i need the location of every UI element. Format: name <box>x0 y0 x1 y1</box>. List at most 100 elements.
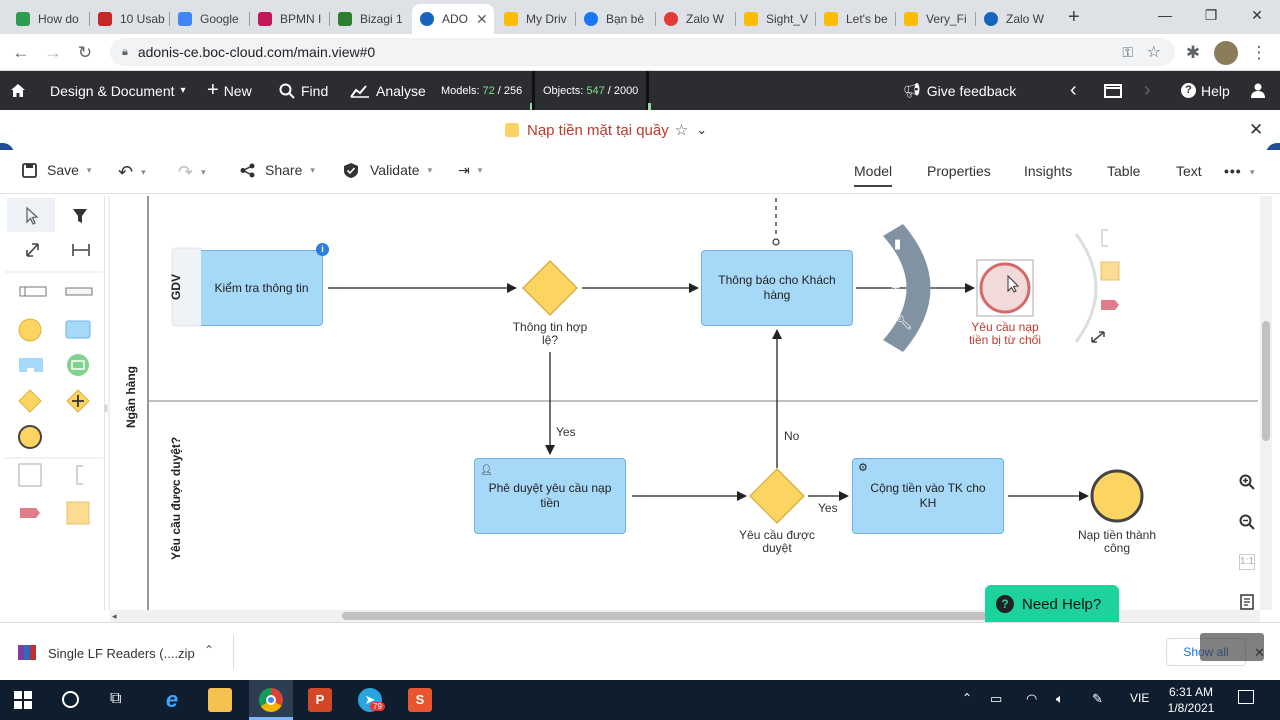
wrench-icon[interactable]: 🔧︎ <box>895 314 913 330</box>
resize-handle[interactable]: ‖ <box>104 404 109 415</box>
overlay-controls[interactable] <box>1200 633 1264 661</box>
fit-page-icon[interactable] <box>1236 594 1258 616</box>
tab-properties[interactable]: Properties <box>927 163 991 179</box>
browser-tab[interactable]: Google <box>170 4 250 34</box>
subprocess-shape-icon[interactable] <box>19 358 43 373</box>
search-icon[interactable] <box>62 691 79 708</box>
wifi-icon[interactable]: ◠ <box>1026 691 1038 706</box>
browser-tab[interactable]: Zalo W <box>656 4 736 34</box>
browser-tab[interactable]: Bạn bè <box>576 4 656 34</box>
browser-tab[interactable]: How do <box>8 4 90 34</box>
horizontal-scrollbar[interactable]: ◂ <box>110 610 1260 622</box>
new-tab-button[interactable]: + <box>1068 6 1080 28</box>
zoom-out-icon[interactable] <box>1236 514 1258 536</box>
new-button[interactable]: + New <box>207 79 252 101</box>
parallel-gateway-shape-icon[interactable] <box>66 389 90 413</box>
app-s-icon[interactable]: S <box>408 688 432 712</box>
browser-menu-icon[interactable]: ⋮ <box>1250 43 1268 62</box>
need-help-button[interactable]: ? Need Help? <box>985 585 1119 623</box>
browser-tab[interactable]: Very_Fi <box>896 4 976 34</box>
help-button[interactable]: ? Help <box>1181 71 1230 110</box>
download-filename[interactable]: Single LF Readers (....zip <box>48 646 195 661</box>
connector-tool-icon[interactable] <box>26 243 39 257</box>
zoom-in-icon[interactable] <box>1236 474 1258 496</box>
horizontal-scrollbar-thumb[interactable] <box>342 612 1110 620</box>
reload-icon[interactable]: ↻ <box>77 43 93 62</box>
favorite-star-icon[interactable]: ☆ <box>674 122 689 139</box>
gear-icon[interactable]: ⚙ <box>889 276 903 293</box>
task-shape-icon[interactable] <box>65 320 91 339</box>
tab-text[interactable]: Text <box>1176 163 1202 179</box>
key-icon[interactable]: ⚿ <box>1122 43 1133 60</box>
next-icon[interactable]: › <box>1144 79 1151 101</box>
browser-tab-active[interactable]: ADO ✕ <box>412 4 494 34</box>
distance-tool-icon[interactable] <box>72 244 90 256</box>
bookmark-star-icon[interactable]: ☆ <box>1146 44 1161 61</box>
pointer-tool-icon[interactable] <box>26 206 39 225</box>
note-shape-icon[interactable] <box>66 501 90 525</box>
browser-tab[interactable]: Sight_V <box>736 4 816 34</box>
browser-tab[interactable]: Bizagi 1 <box>330 4 410 34</box>
restore-icon[interactable]: ❐ <box>1204 7 1218 23</box>
task-view-icon[interactable]: ⧉ <box>110 690 122 707</box>
diagram-canvas[interactable]: ▮ ⚙ 🔧︎ Ngân hàng GDV Yêu cầu được duyệt?… <box>108 196 1260 610</box>
close-document-icon[interactable]: ✕ <box>1249 120 1264 139</box>
analyse-button[interactable]: Analyse <box>350 71 426 110</box>
address-bar[interactable]: 🔒︎ adonis-ce.boc-cloud.com/main.view#0 ⚿… <box>110 38 1175 66</box>
chevron-up-icon[interactable]: ⌃ <box>204 643 215 657</box>
redo-button[interactable]: ↷▾ <box>178 162 206 182</box>
close-tab-icon[interactable]: ✕ <box>476 10 488 27</box>
lane-shape-icon[interactable] <box>65 287 93 296</box>
vertical-scrollbar-thumb[interactable] <box>1262 321 1270 441</box>
notifications-icon[interactable] <box>1238 690 1254 704</box>
forward-icon[interactable]: → <box>44 43 62 62</box>
home-icon[interactable] <box>10 71 26 110</box>
share-button[interactable]: Share▾ <box>240 162 315 178</box>
task-check-info[interactable]: Kiểm tra thông tin <box>201 250 323 326</box>
edge-icon[interactable]: e <box>165 687 179 712</box>
speaker-icon[interactable]: 🔈︎ <box>1056 691 1064 706</box>
close-download-bar-icon[interactable]: ✕ <box>1254 645 1265 660</box>
clock[interactable]: 6:31 AM 1/8/2021 <box>1167 685 1215 715</box>
browser-tab[interactable]: BPMN I <box>250 4 330 34</box>
export-button[interactable]: ⇥▾ <box>458 162 483 178</box>
task-notify-customer[interactable]: Thông báo cho Khách hàng <box>701 250 853 326</box>
language-indicator[interactable]: VIE <box>1130 691 1150 705</box>
pen-icon[interactable]: ✎ <box>1092 691 1103 706</box>
exclusive-gateway-shape-icon[interactable] <box>18 389 42 413</box>
give-feedback-button[interactable]: 📢︎ Give feedback <box>903 82 1017 99</box>
scroll-left-icon[interactable]: ◂ <box>112 611 117 621</box>
extensions-icon[interactable]: ✱ <box>1185 43 1201 62</box>
minimize-icon[interactable]: — <box>1158 7 1172 23</box>
find-button[interactable]: Find <box>279 71 328 110</box>
prev-icon[interactable]: ‹ <box>1070 79 1077 101</box>
vertical-scrollbar[interactable] <box>1260 196 1272 610</box>
browser-tab[interactable]: My Driv <box>496 4 576 34</box>
filter-icon[interactable] <box>73 209 87 223</box>
task-credit-account[interactable]: ⚙ Cộng tiền vào TK cho KH <box>852 458 1004 534</box>
user-icon[interactable] <box>1251 71 1265 110</box>
chrome-taskbar-button[interactable] <box>249 680 293 720</box>
back-icon[interactable]: ← <box>12 43 30 62</box>
info-icon[interactable]: i <box>316 243 329 256</box>
undo-button[interactable]: ↶▾ <box>118 162 146 182</box>
task-approve-request[interactable]: 👤︎ Phê duyệt yêu cầu nạp tiền <box>474 458 626 534</box>
message-event-shape-icon[interactable] <box>67 354 89 376</box>
start-event-shape-icon[interactable] <box>18 318 42 342</box>
battery-icon[interactable]: ▭ <box>990 691 1003 706</box>
file-explorer-icon[interactable] <box>208 688 232 712</box>
tab-model[interactable]: Model <box>854 163 893 187</box>
group-shape-icon[interactable] <box>18 463 42 487</box>
powerpoint-icon[interactable]: P <box>308 688 332 712</box>
tab-insights[interactable]: Insights <box>1024 163 1073 179</box>
design-document-menu[interactable]: Design & Document ▾ <box>50 82 186 99</box>
book-icon[interactable]: ▮ <box>894 236 902 251</box>
window-icon[interactable] <box>1104 71 1122 110</box>
validate-button[interactable]: Validate▾ <box>344 162 432 178</box>
actual-size-icon[interactable]: 1:1 <box>1239 554 1255 570</box>
chevron-down-icon[interactable]: ⌄ <box>696 122 708 137</box>
save-button[interactable]: Save▾ <box>22 162 91 178</box>
browser-tab[interactable]: 10 Usab <box>90 4 170 34</box>
end-event-shape-icon[interactable] <box>18 425 42 449</box>
chevron-up-icon[interactable]: ⌃ <box>962 691 973 705</box>
